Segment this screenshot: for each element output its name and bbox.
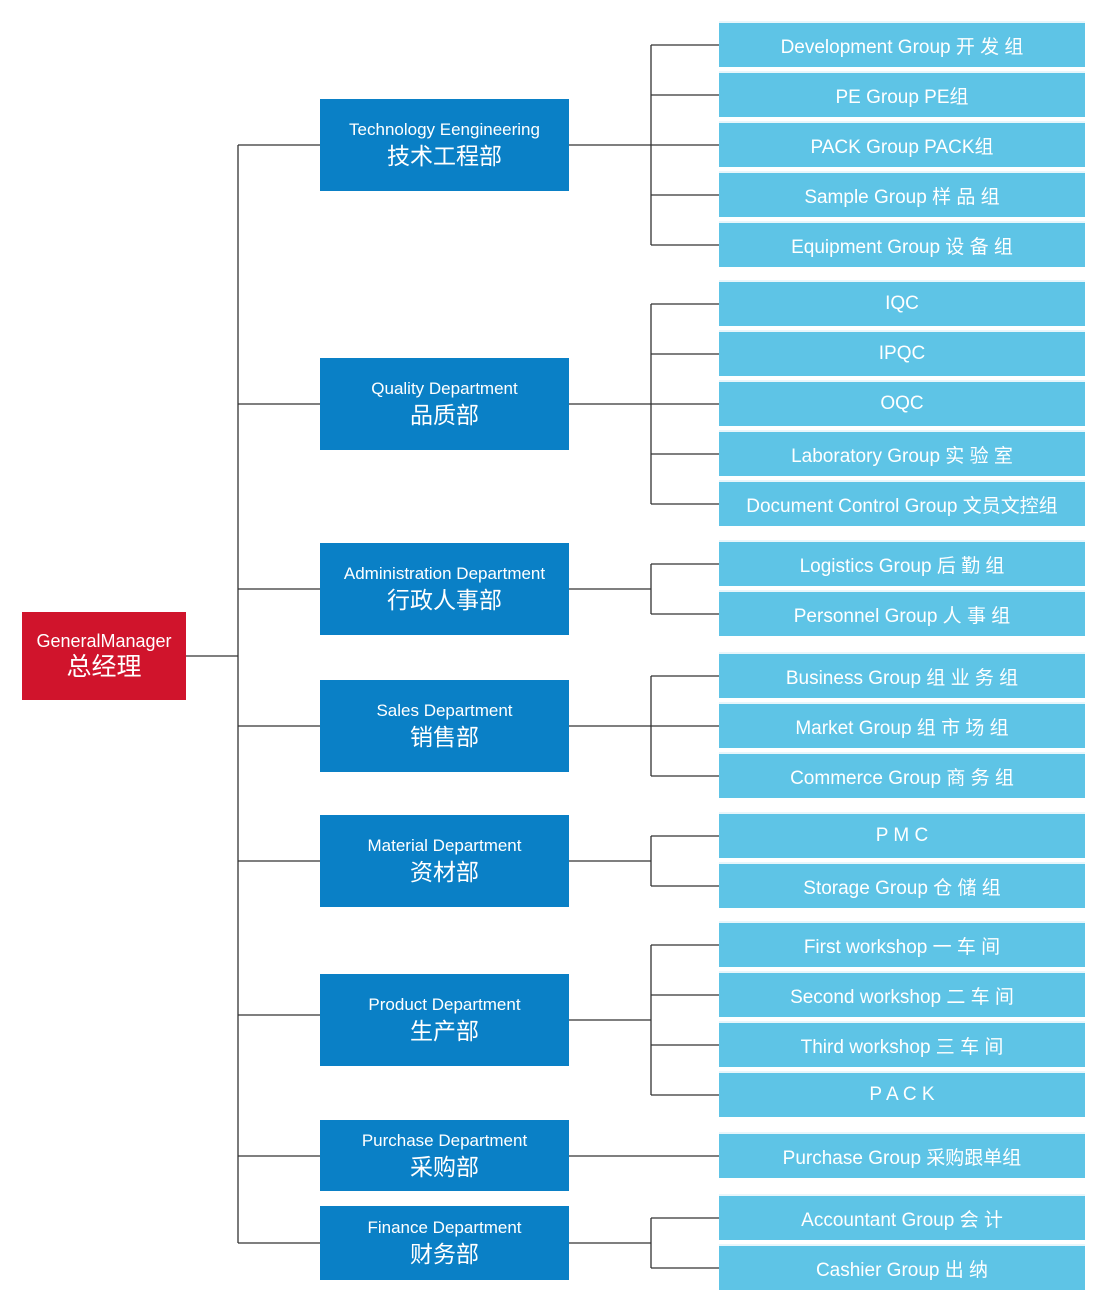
dept-sales-zh: 销售部 — [410, 724, 479, 750]
group-pack-workshop: P A C K — [719, 1071, 1085, 1117]
group-sample: Sample Group 样 品 组 — [719, 171, 1085, 217]
dept-administration: Administration Department 行政人事部 — [320, 543, 569, 635]
dept-purchase: Purchase Department 采购部 — [320, 1120, 569, 1191]
general-manager-en: GeneralManager — [36, 631, 172, 651]
group-accountant: Accountant Group 会 计 — [719, 1194, 1085, 1240]
group-market: Market Group 组 市 场 组 — [719, 702, 1085, 748]
group-iqc: IQC — [719, 280, 1085, 326]
group-second-workshop: Second workshop 二 车 间 — [719, 971, 1085, 1017]
group-equipment: Equipment Group 设 备 组 — [719, 221, 1085, 267]
group-document-control: Document Control Group 文员文控组 — [719, 480, 1085, 526]
dept-administration-zh: 行政人事部 — [387, 587, 502, 613]
dept-product-en: Product Department — [368, 995, 521, 1014]
group-personnel: Personnel Group 人 事 组 — [719, 590, 1085, 636]
dept-material: Material Department 资材部 — [320, 815, 569, 907]
dept-quality-zh: 品质部 — [410, 402, 479, 428]
dept-administration-en: Administration Department — [343, 564, 546, 583]
group-first-workshop: First workshop 一 车 间 — [719, 921, 1085, 967]
dept-purchase-en: Purchase Department — [361, 1130, 528, 1150]
dept-finance-en: Finance Department — [367, 1218, 522, 1237]
general-manager-node: GeneralManager 总经理 — [22, 612, 186, 700]
dept-material-en: Material Department — [367, 836, 522, 855]
dept-quality: Quality Department 品质部 — [320, 358, 569, 450]
dept-sales-en: Sales Department — [376, 701, 513, 720]
general-manager-zh: 总经理 — [66, 653, 142, 681]
group-cashier: Cashier Group 出 纳 — [719, 1244, 1085, 1290]
group-pe: PE Group PE组 — [719, 71, 1085, 117]
dept-material-zh: 资材部 — [410, 859, 479, 885]
dept-finance-zh: 财务部 — [410, 1241, 479, 1267]
group-pmc: P M C — [719, 812, 1085, 858]
group-oqc: OQC — [719, 380, 1085, 426]
dept-technology-en: Technology Eengineering — [349, 120, 540, 139]
dept-product: Product Department 生产部 — [320, 974, 569, 1066]
dept-sales: Sales Department 销售部 — [320, 680, 569, 772]
dept-finance: Finance Department 财务部 — [320, 1206, 569, 1280]
group-logistics: Logistics Group 后 勤 组 — [719, 540, 1085, 586]
group-laboratory: Laboratory Group 实 验 室 — [719, 430, 1085, 476]
group-third-workshop: Third workshop 三 车 间 — [719, 1021, 1085, 1067]
group-pack: PACK Group PACK组 — [719, 121, 1085, 167]
dept-technology-zh: 技术工程部 — [387, 143, 502, 169]
group-development: Development Group 开 发 组 — [719, 21, 1085, 67]
dept-quality-en: Quality Department — [371, 379, 518, 398]
group-business: Business Group 组 业 务 组 — [719, 652, 1085, 698]
group-storage: Storage Group 仓 储 组 — [719, 862, 1085, 908]
dept-purchase-zh: 采购部 — [410, 1153, 479, 1180]
dept-technology: Technology Eengineering 技术工程部 — [320, 99, 569, 191]
dept-product-zh: 生产部 — [410, 1018, 479, 1044]
group-commerce: Commerce Group 商 务 组 — [719, 752, 1085, 798]
group-purchase: Purchase Group 采购跟单组 — [719, 1132, 1085, 1178]
group-ipqc: IPQC — [719, 330, 1085, 376]
